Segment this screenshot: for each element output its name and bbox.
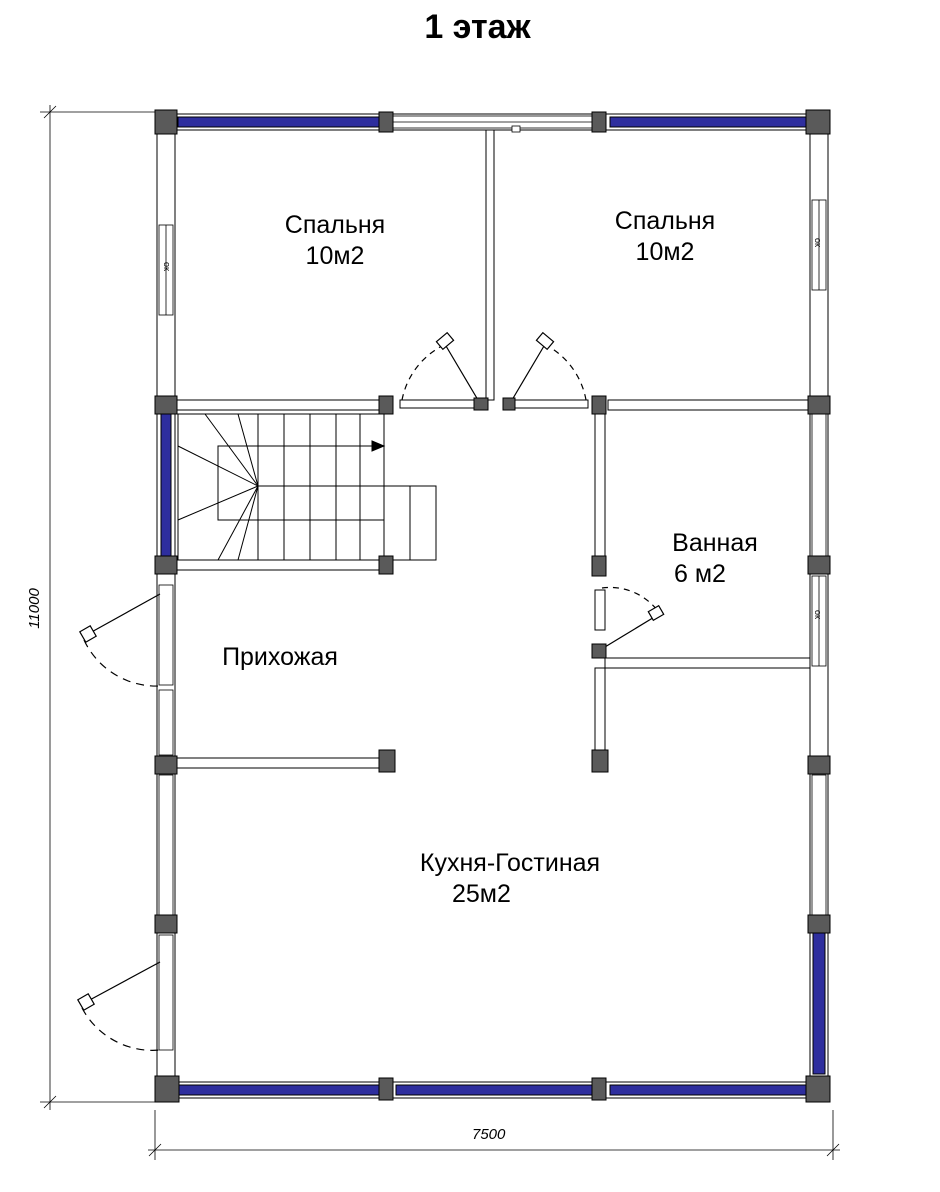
room-area: 25м2 (452, 880, 511, 908)
room-bathroom: Ванная 6 м2 (650, 528, 780, 590)
columns (154, 109, 831, 1103)
room-area: 10м2 (635, 238, 695, 266)
window-label-right-mid: ок (813, 610, 823, 619)
room-name: Спальня (284, 211, 386, 239)
door-swings (76, 331, 665, 1051)
floor-title: 1 этаж (424, 8, 531, 46)
room-area: 10м2 (305, 242, 365, 270)
room-bedroom-left: Спальня 10м2 (270, 210, 400, 272)
interior-walls (174, 129, 811, 769)
room-kitchen-living: Кухня-Гостиная 25м2 (380, 848, 640, 910)
window-label-right-top: ок (813, 238, 823, 247)
room-name: Кухня-Гостиная (419, 849, 601, 877)
dimension-width: 7500 (472, 1126, 506, 1143)
room-name: Прихожая (222, 643, 338, 671)
room-hallway: Прихожая (200, 642, 360, 673)
dimension-lines (40, 105, 840, 1160)
room-name: Спальня (614, 207, 716, 235)
room-name: Ванная (672, 529, 758, 557)
dimension-height: 11000 (25, 588, 43, 629)
left-windows (158, 224, 174, 1051)
room-bedroom-right: Спальня 10м2 (600, 206, 730, 268)
staircase (177, 413, 437, 561)
window-label-left: ок (162, 262, 172, 271)
right-windows (811, 199, 827, 916)
room-area: 6 м2 (674, 560, 726, 588)
